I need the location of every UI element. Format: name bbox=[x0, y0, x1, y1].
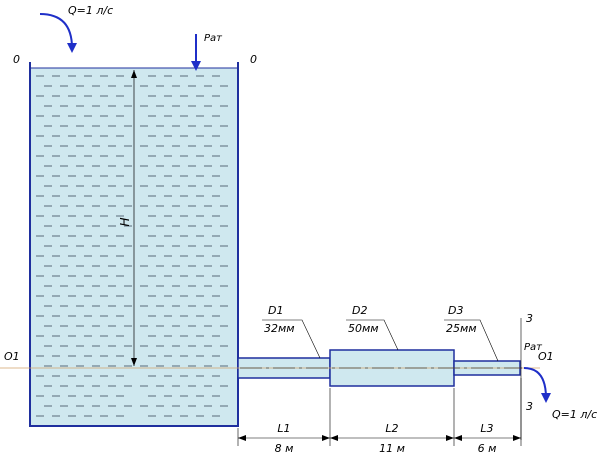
pipe-l1-length: 8 м bbox=[275, 442, 294, 455]
p-atm-out-label: Pат bbox=[524, 342, 543, 353]
pipe-l1-label: L1 bbox=[277, 422, 290, 435]
pipe-l2-label: L2 bbox=[385, 422, 398, 435]
outflow-arrow bbox=[523, 367, 551, 403]
head-label: H bbox=[118, 217, 132, 226]
pipe-l2-length: 11 м bbox=[379, 442, 405, 455]
water-hatch bbox=[36, 75, 228, 417]
axis-right-label: O1 bbox=[538, 350, 554, 363]
pipe-d1-diameter: 32мм bbox=[264, 322, 295, 335]
inflow-arrow bbox=[39, 13, 77, 53]
pipe-l3-label: L3 bbox=[480, 422, 493, 435]
section-top-label: 3 bbox=[526, 312, 533, 325]
pipe-d2-name: D2 bbox=[352, 304, 367, 317]
section-bottom-label: 3 bbox=[526, 400, 533, 413]
pipe-l3-length: 6 м bbox=[478, 442, 497, 455]
tank-walls bbox=[29, 62, 239, 427]
leader-d3 bbox=[444, 319, 499, 362]
leader-d1 bbox=[262, 319, 321, 359]
pipe-d3-diameter: 25мм bbox=[446, 322, 477, 335]
flow-out-label: Q=1 л/с bbox=[552, 408, 597, 421]
flow-in-label: Q=1 л/с bbox=[68, 4, 113, 17]
pipe-d2-diameter: 50мм bbox=[348, 322, 379, 335]
pipe-d1-name: D1 bbox=[268, 304, 283, 317]
p-atm-top-label: Pат bbox=[204, 33, 223, 44]
pipe-d3-name: D3 bbox=[448, 304, 463, 317]
datum-right-label: 0 bbox=[250, 53, 257, 66]
leader-d2 bbox=[346, 319, 399, 351]
axis-left-label: O1 bbox=[4, 350, 20, 363]
datum-left-label: 0 bbox=[13, 53, 20, 66]
